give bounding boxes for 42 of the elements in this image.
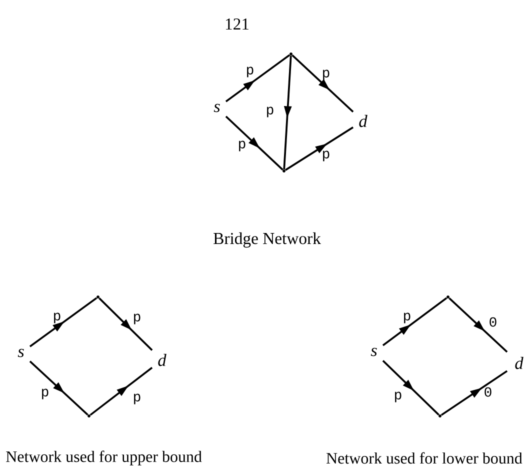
vertex-label: d	[359, 114, 368, 128]
edge-label: p	[323, 70, 330, 80]
edge-label: p	[247, 66, 254, 78]
arrow	[29, 297, 98, 348]
arrow	[292, 54, 354, 112]
arrow	[283, 56, 292, 170]
edge-label: p	[134, 394, 140, 404]
caption: Bridge Network	[214, 232, 321, 248]
page-number: 121	[226, 18, 248, 30]
caption: Network used for lower bound	[326, 452, 522, 464]
edge-label: p	[404, 312, 410, 324]
arrow	[382, 360, 440, 416]
edge-label: p	[395, 392, 402, 402]
arrow	[90, 366, 153, 416]
edge-label: p	[239, 140, 246, 152]
arrow	[225, 116, 284, 170]
vertex-label: s	[370, 348, 377, 356]
vertex-label: d	[158, 354, 166, 366]
vertex-label: s	[214, 104, 220, 112]
junction-point	[438, 414, 442, 418]
arrow	[284, 126, 354, 171]
edge-label: p	[42, 388, 48, 400]
arrow	[225, 54, 290, 102]
junction-point	[290, 52, 292, 56]
arrow	[448, 298, 508, 353]
edge-label: p	[267, 106, 274, 118]
arrow	[382, 297, 448, 346]
edge-label: 0	[490, 317, 496, 327]
edge-label: p	[134, 314, 140, 324]
vertex-label: d	[515, 356, 524, 370]
edge-label: 0	[484, 387, 492, 397]
caption: Network used for upper bound	[6, 450, 202, 466]
junction-point	[88, 414, 90, 418]
edge-label: p	[323, 150, 330, 162]
arrow	[98, 298, 153, 351]
edge-label: p	[54, 312, 60, 324]
junction-point	[446, 296, 450, 298]
junction-point	[282, 170, 286, 172]
junction-point	[96, 296, 100, 298]
arrow	[29, 360, 88, 416]
arrow	[440, 370, 508, 416]
vertex-label: s	[18, 348, 24, 358]
